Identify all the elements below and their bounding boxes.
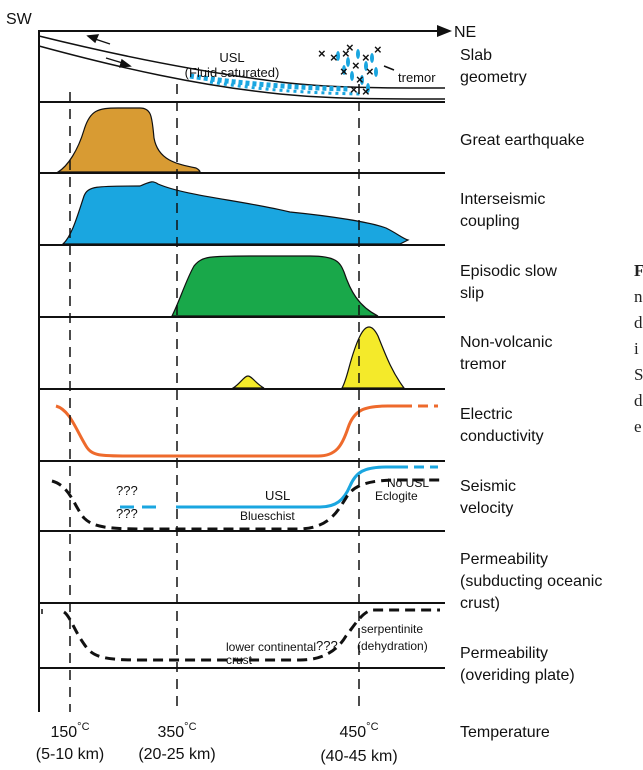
fault-slip-arrows	[86, 34, 132, 68]
usl-fluid-band-2	[209, 80, 361, 96]
usl-fluid-band	[189, 73, 351, 92]
blueschist-label: Blueschist	[240, 509, 295, 523]
svg-text:×: ×	[330, 50, 338, 65]
svg-text:×: ×	[346, 40, 354, 55]
temp-tick-350: 350°C	[157, 721, 196, 741]
depth-tick-450: (40-45 km)	[320, 748, 397, 765]
label-conductivity-1: Electric	[460, 406, 512, 423]
svg-text:×: ×	[350, 82, 358, 97]
label-perm-over-2: (overiding plate)	[460, 667, 575, 684]
label-slow-slip-1: Episodic slow	[460, 263, 557, 280]
panel-frame	[38, 31, 445, 712]
svg-text:×: ×	[352, 58, 360, 73]
lower-continental-label: lower continental	[226, 640, 316, 654]
temp-tick-450: 450°C	[339, 721, 378, 741]
tremor-small-peak	[230, 375, 265, 389]
cropped-caption: F n d i S d e	[634, 261, 643, 436]
slab-lower-line	[38, 45, 446, 100]
crust-label: crust	[226, 653, 253, 667]
svg-text:×: ×	[366, 64, 374, 79]
label-slab-1: Slab	[460, 47, 492, 64]
conductivity-panel	[55, 404, 438, 458]
overriding-unknown-label: ???	[316, 638, 338, 653]
permeability-subducting-curve	[51, 478, 440, 531]
temp-tick-150: 150°C	[50, 721, 89, 741]
tremor-panel	[230, 326, 406, 389]
caption-fragment-7: e	[634, 417, 642, 436]
slab-upper-line	[38, 35, 446, 89]
velocity-unknown-label: ???	[116, 483, 138, 498]
dehydration-label: (dehydration)	[357, 639, 428, 653]
usl-label: USL	[219, 50, 244, 65]
svg-text:×: ×	[362, 84, 370, 99]
svg-text:×: ×	[342, 46, 350, 61]
great-earthquake-area	[55, 107, 201, 173]
conductivity-curve	[55, 404, 412, 458]
temperature-label: Temperature	[460, 724, 550, 741]
permeability-overriding-panel: lower continental crust ??? serpentinite…	[41, 608, 440, 667]
label-interseismic-2: coupling	[460, 213, 520, 230]
label-conductivity-2: conductivity	[460, 428, 544, 445]
label-perm-over-1: Permeability	[460, 645, 548, 662]
svg-text:×: ×	[362, 50, 370, 65]
label-velocity-2: velocity	[460, 500, 513, 517]
label-tremor-1: Non-volcanic	[460, 334, 552, 351]
label-slow-slip-2: slip	[460, 285, 484, 302]
eclogite-label: Eclogite	[375, 489, 418, 503]
label-perm-sub-3: crust)	[460, 595, 500, 612]
direction-sw: SW	[6, 11, 33, 28]
label-interseismic-1: Interseismic	[460, 191, 545, 208]
interseismic-coupling-area	[61, 181, 410, 245]
svg-text:×: ×	[374, 42, 382, 57]
permeability-subducting-panel: ??? Blueschist Eclogite	[51, 478, 440, 531]
tremor-main-peak	[340, 326, 406, 389]
velocity-usl-label: USL	[265, 488, 290, 503]
tremor-cluster: ××× ××× ××× ×××	[318, 40, 395, 99]
caption-fragment-5: S	[634, 365, 643, 384]
caption-fragment-1: F	[634, 261, 643, 280]
usl-fluid-label: (Fluid saturated)	[185, 65, 280, 80]
caption-fragment-6: d	[634, 391, 643, 410]
svg-text:×: ×	[356, 72, 364, 87]
label-great-earthquake: Great earthquake	[460, 132, 585, 149]
label-perm-sub-1: Permeability	[460, 551, 548, 568]
svg-text:×: ×	[340, 64, 348, 79]
serpentinite-label: serpentinite	[361, 622, 423, 636]
permeability-unknown-label: ???	[116, 506, 138, 521]
temperature-guides	[69, 84, 360, 712]
slab-geometry-panel: ××× ××× ××× ××× USL (Fluid saturated) tr…	[38, 34, 446, 100]
velocity-curve	[176, 465, 408, 509]
direction-ne: NE	[454, 24, 476, 41]
permeability-overriding-curve	[63, 608, 440, 662]
caption-fragment-4: i	[634, 339, 639, 358]
temperature-axis: 150°C (5-10 km) 350°C (20-25 km) 450°C (…	[36, 721, 550, 765]
caption-fragment-3: d	[634, 313, 643, 332]
velocity-no-usl-label: No USL	[387, 476, 429, 490]
depth-tick-350: (20-25 km)	[138, 746, 215, 763]
label-perm-sub-2: (subducting oceanic	[460, 573, 602, 590]
label-tremor-2: tremor	[460, 356, 507, 373]
label-velocity-1: Seismic	[460, 478, 516, 495]
tremor-annotation: tremor	[398, 70, 436, 85]
caption-fragment-2: n	[634, 287, 643, 306]
svg-text:×: ×	[318, 46, 326, 61]
direction-arrow	[38, 25, 452, 37]
label-slab-2: geometry	[460, 69, 527, 86]
depth-tick-150: (5-10 km)	[36, 746, 104, 763]
slow-slip-area	[171, 255, 379, 317]
panel-labels: Slab geometry Great earthquake Interseis…	[460, 47, 602, 684]
